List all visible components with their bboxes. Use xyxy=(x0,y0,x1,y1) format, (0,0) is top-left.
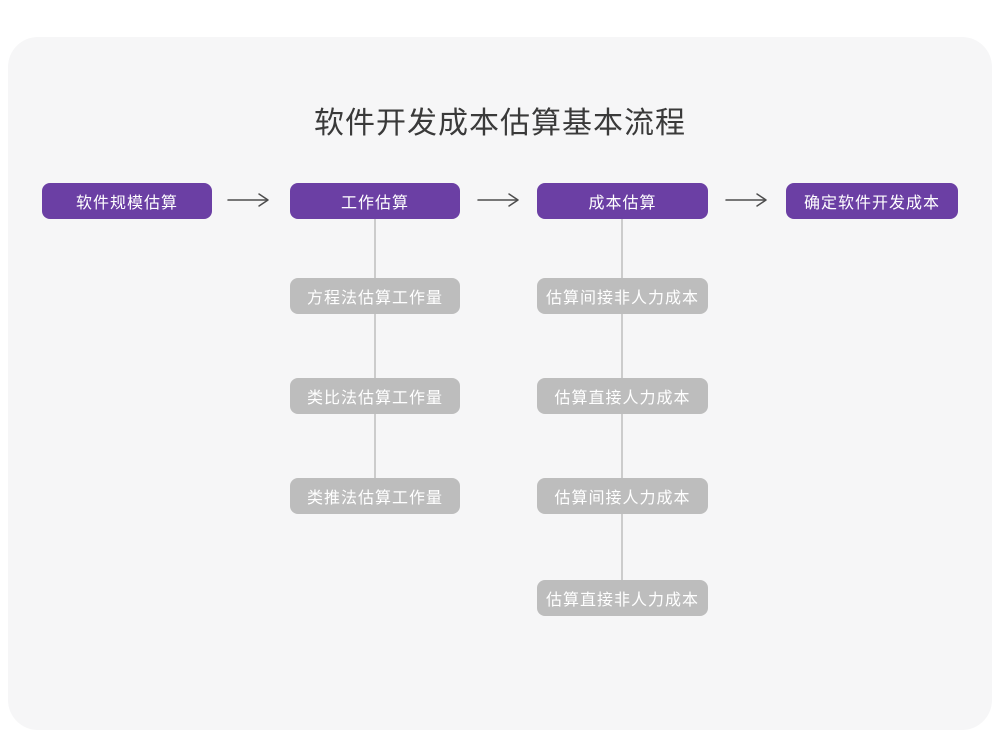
substep-equation-method-workload: 方程法估算工作量 xyxy=(290,278,460,314)
substep-direct-labor-cost: 估算直接人力成本 xyxy=(537,378,708,414)
substep-analogy-method-workload: 类比法估算工作量 xyxy=(290,378,460,414)
diagram-title: 软件开发成本估算基本流程 xyxy=(314,107,686,140)
flow-stage-software-scale-estimation: 软件规模估算 xyxy=(42,183,212,219)
flow-arrow-icon xyxy=(227,192,271,208)
substep-extrapolation-method-workload: 类推法估算工作量 xyxy=(290,478,460,514)
flow-arrow-icon xyxy=(477,192,521,208)
substep-indirect-labor-cost: 估算间接人力成本 xyxy=(537,478,708,514)
connector-line-work-estimation xyxy=(374,219,376,479)
flow-stage-cost-estimation: 成本估算 xyxy=(537,183,708,219)
flow-arrow-icon xyxy=(725,192,769,208)
flowchart-card xyxy=(8,37,992,730)
substep-indirect-nonlabor-cost: 估算间接非人力成本 xyxy=(537,278,708,314)
substep-direct-nonlabor-cost: 估算直接非人力成本 xyxy=(537,580,708,616)
flow-stage-determine-development-cost: 确定软件开发成本 xyxy=(786,183,958,219)
flow-stage-work-estimation: 工作估算 xyxy=(290,183,460,219)
